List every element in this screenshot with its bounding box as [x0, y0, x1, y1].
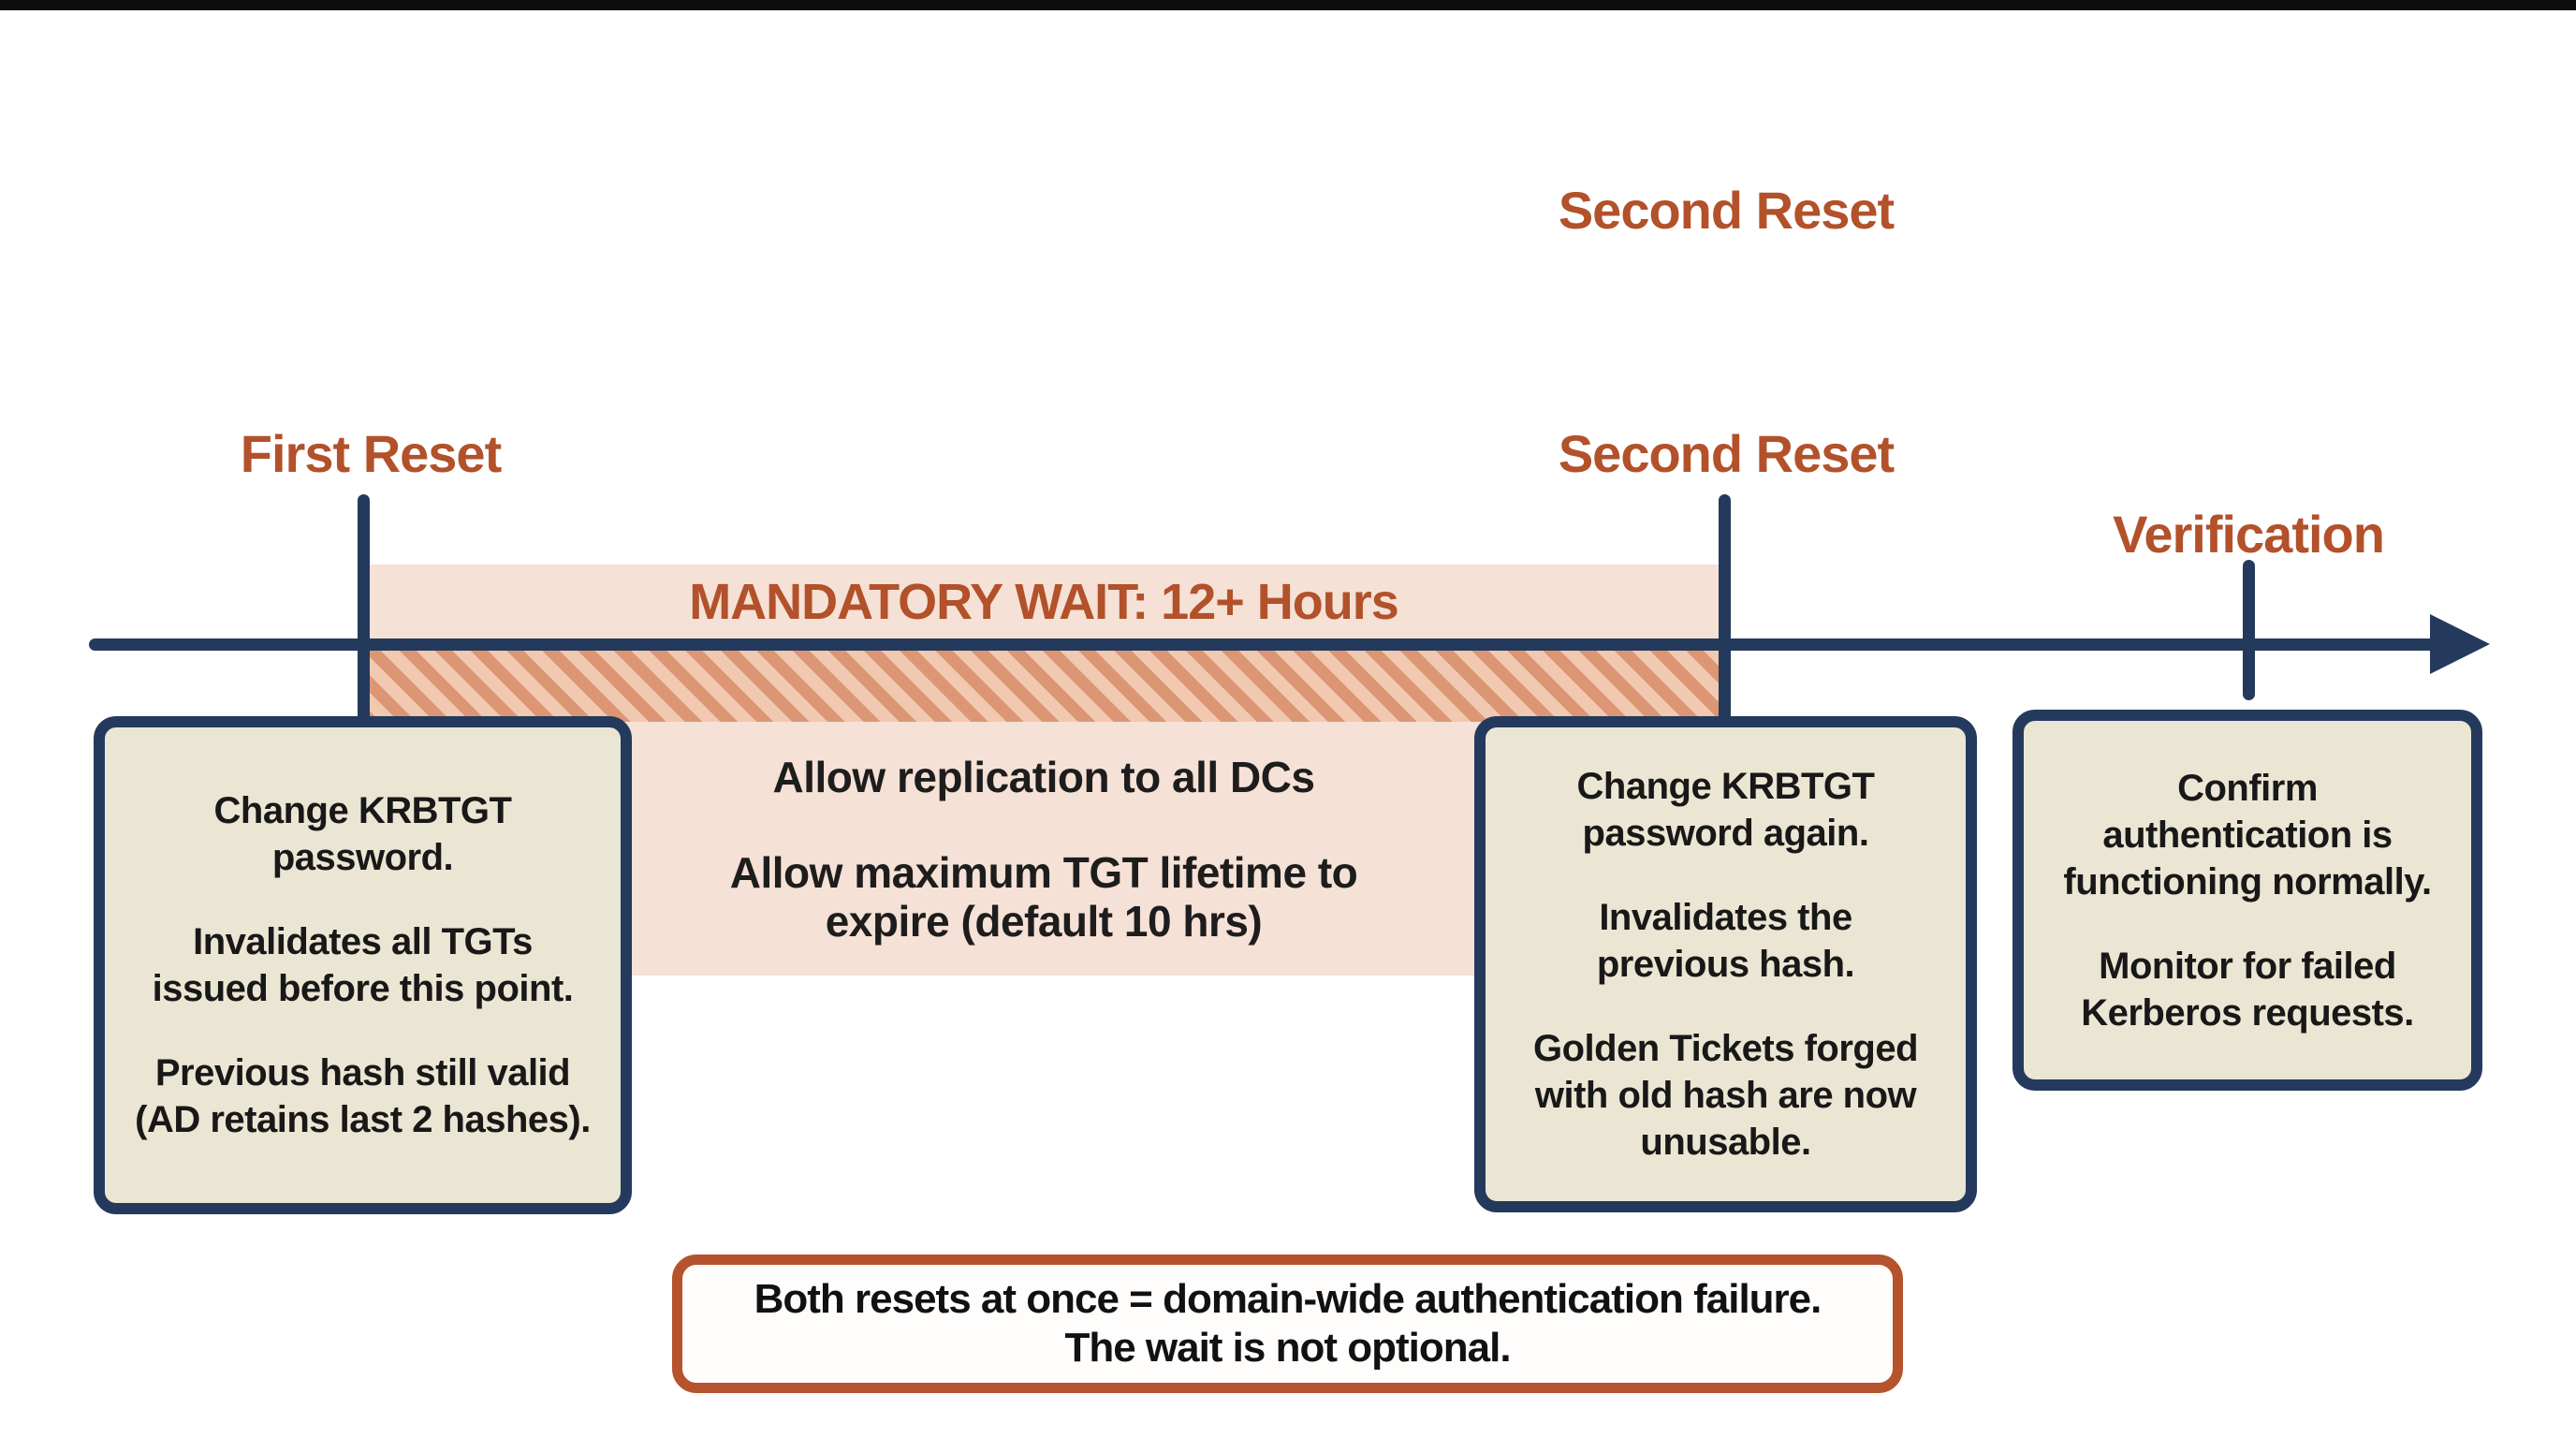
verification-details-box: Confirm authentication is functioning no…	[2012, 710, 2482, 1091]
first-box-paragraph-3: Previous hash still valid (AD retains la…	[135, 1052, 591, 1140]
timeline-arrow-icon	[2430, 614, 2490, 674]
warning-line-1: Both resets at once = domain-wide authen…	[754, 1276, 1822, 1322]
second-reset-label: Second Reset	[1558, 424, 1895, 483]
second-reset-details-box: Change KRBTGT password again. Invalidate…	[1474, 716, 1977, 1212]
second-reset-tick	[1719, 494, 1731, 724]
first-reset-label: First Reset	[240, 424, 502, 483]
top-border-bar	[0, 0, 2576, 10]
verification-tick	[2243, 560, 2255, 700]
verify-box-paragraph-1: Confirm authentication is functioning no…	[2063, 767, 2432, 902]
timeline-axis	[89, 638, 2438, 651]
first-box-paragraph-2: Invalidates all TGTs issued before this …	[152, 921, 574, 1009]
second-box-paragraph-1: Change KRBTGT password again.	[1576, 766, 1875, 854]
first-box-paragraph-1: Change KRBTGT password.	[213, 790, 512, 878]
top-second-reset-label: Second Reset	[1558, 181, 1895, 240]
second-box-paragraph-2: Invalidates the previous hash.	[1596, 897, 1855, 985]
wait-detail-tgt-lifetime: Allow maximum TGT lifetime to expire (de…	[729, 848, 1358, 946]
mandatory-wait-title: MANDATORY WAIT: 12+ Hours	[689, 574, 1399, 630]
warning-line-2: The wait is not optional.	[1064, 1325, 1511, 1371]
warning-callout-box: Both resets at once = domain-wide authen…	[672, 1255, 1903, 1393]
first-reset-details-box: Change KRBTGT password. Invalidates all …	[94, 716, 632, 1214]
second-box-paragraph-3: Golden Tickets forged with old hash are …	[1532, 1028, 1919, 1163]
mandatory-wait-band: MANDATORY WAIT: 12+ Hours	[363, 565, 1724, 639]
first-reset-tick	[358, 494, 370, 724]
verification-label: Verification	[2113, 505, 2385, 564]
wait-detail-replication: Allow replication to all DCs	[772, 753, 1315, 801]
wait-hatched-band	[363, 650, 1724, 722]
verify-box-paragraph-2: Monitor for failed Kerberos requests.	[2081, 945, 2414, 1034]
